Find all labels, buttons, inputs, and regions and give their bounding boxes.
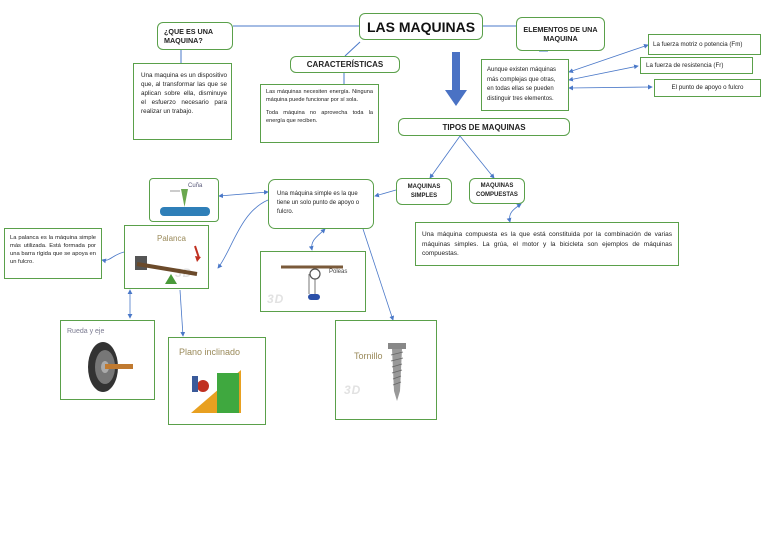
rueda-label: Rueda y eje: [67, 328, 105, 335]
big-down-arrow: [445, 52, 467, 106]
polea-image: Poleas 3D: [260, 251, 366, 312]
main-title: LAS MAQUINAS: [359, 13, 483, 40]
arrow-simple-polea: [308, 228, 326, 251]
caracteristicas-text-box: Las máquinas necesiten energía. Ninguna …: [260, 84, 379, 143]
que-es-text: Una maquina es un dispositivo que, al tr…: [141, 72, 227, 115]
elementos-text: Aunque existen máquinas más complejas qu…: [487, 67, 557, 102]
palanca-label: Palanca: [157, 234, 186, 243]
arrow-tipos-compuestas: [459, 135, 495, 179]
rueda-image: Rueda y eje: [60, 320, 155, 400]
compuestas-title: MAQUINAS COMPUESTAS: [476, 183, 518, 198]
elementos-text-box: Aunque existen máquinas más complejas qu…: [481, 59, 569, 111]
line-title-caracteristicas: [344, 41, 361, 57]
que-es-title: ¿QUE ES UNA MAQUINA?: [164, 27, 213, 45]
que-es-title-box: ¿QUE ES UNA MAQUINA?: [157, 22, 233, 50]
tipos-title-box: TIPOS DE MAQUINAS: [398, 118, 570, 136]
elementos-title-box: ELEMENTOS DE UNA MAQUINA: [516, 17, 605, 51]
arrow-item-2: [568, 64, 639, 82]
palanca-text: La palanca es la máquina simple más util…: [10, 235, 96, 265]
caracteristicas-text-2: Toda máquina no aprovecha toda la energí…: [266, 110, 373, 124]
arrow-palanca-text: [101, 251, 125, 264]
simples-text-box: Una máquina simple es la que tiene un so…: [268, 179, 374, 229]
arrow-simples-text: [374, 189, 397, 198]
compuestas-text-box: Una máquina compuesta es la que está con…: [415, 222, 679, 266]
element-item-3: El punto de apoyo o fulcro: [654, 79, 761, 97]
palanca-text-box: La palanca es la máquina simple más util…: [4, 228, 102, 279]
lever-icon: [135, 245, 201, 284]
element-item-1: La fuerza motriz o potencia (Fm): [648, 34, 761, 55]
palanca-image: Palanca 3D: [124, 225, 209, 289]
caracteristicas-text-1: Las máquinas necesiten energía. Ninguna …: [266, 89, 373, 103]
simples-title-box: MAQUINAS SIMPLES: [396, 178, 452, 205]
cuna-image: Cuña: [149, 178, 219, 222]
arrow-compuestas-text: [506, 203, 522, 223]
arrow-simple-tornillo: [362, 228, 395, 321]
caracteristicas-title-box: CARACTERÍSTICAS: [290, 56, 400, 73]
elementos-title: ELEMENTOS DE UNA MAQUINA: [523, 25, 598, 43]
arrow-simple-palanca: [217, 199, 269, 269]
plano-label: Plano inclinado: [179, 347, 241, 357]
screw-icon: [388, 343, 406, 401]
element-item-2: La fuerza de resistencia (Fr): [640, 57, 753, 74]
cuna-label: Cuña: [188, 183, 203, 189]
arrow-simple-cuna: [218, 189, 269, 199]
arrow-item-3: [568, 84, 653, 91]
tornillo-image: Tornillo 3D: [335, 320, 437, 420]
que-es-text-box: Una maquina es un dispositivo que, al tr…: [133, 63, 232, 140]
polea-label: Poleas: [329, 269, 348, 275]
inclined-plane-icon: [191, 370, 241, 413]
tornillo-label: Tornillo: [354, 351, 383, 361]
simples-text: Una máquina simple es la que tiene un so…: [277, 191, 360, 215]
plano-image: Plano inclinado: [168, 337, 266, 425]
arrow-tipos-simples: [429, 135, 461, 179]
wheel-axle-icon: [88, 342, 133, 392]
compuestas-text: Una máquina compuesta es la que está con…: [422, 231, 672, 257]
compuestas-title-box: MAQUINAS COMPUESTAS: [469, 178, 525, 204]
tipos-title: TIPOS DE MAQUINAS: [442, 122, 526, 132]
simples-title: MAQUINAS SIMPLES: [407, 183, 441, 199]
pulley-icon: [281, 265, 343, 300]
caracteristicas-title: CARACTERÍSTICAS: [306, 60, 384, 69]
wedge-icon: [160, 189, 210, 216]
arrow-palanca-plano: [179, 289, 186, 337]
